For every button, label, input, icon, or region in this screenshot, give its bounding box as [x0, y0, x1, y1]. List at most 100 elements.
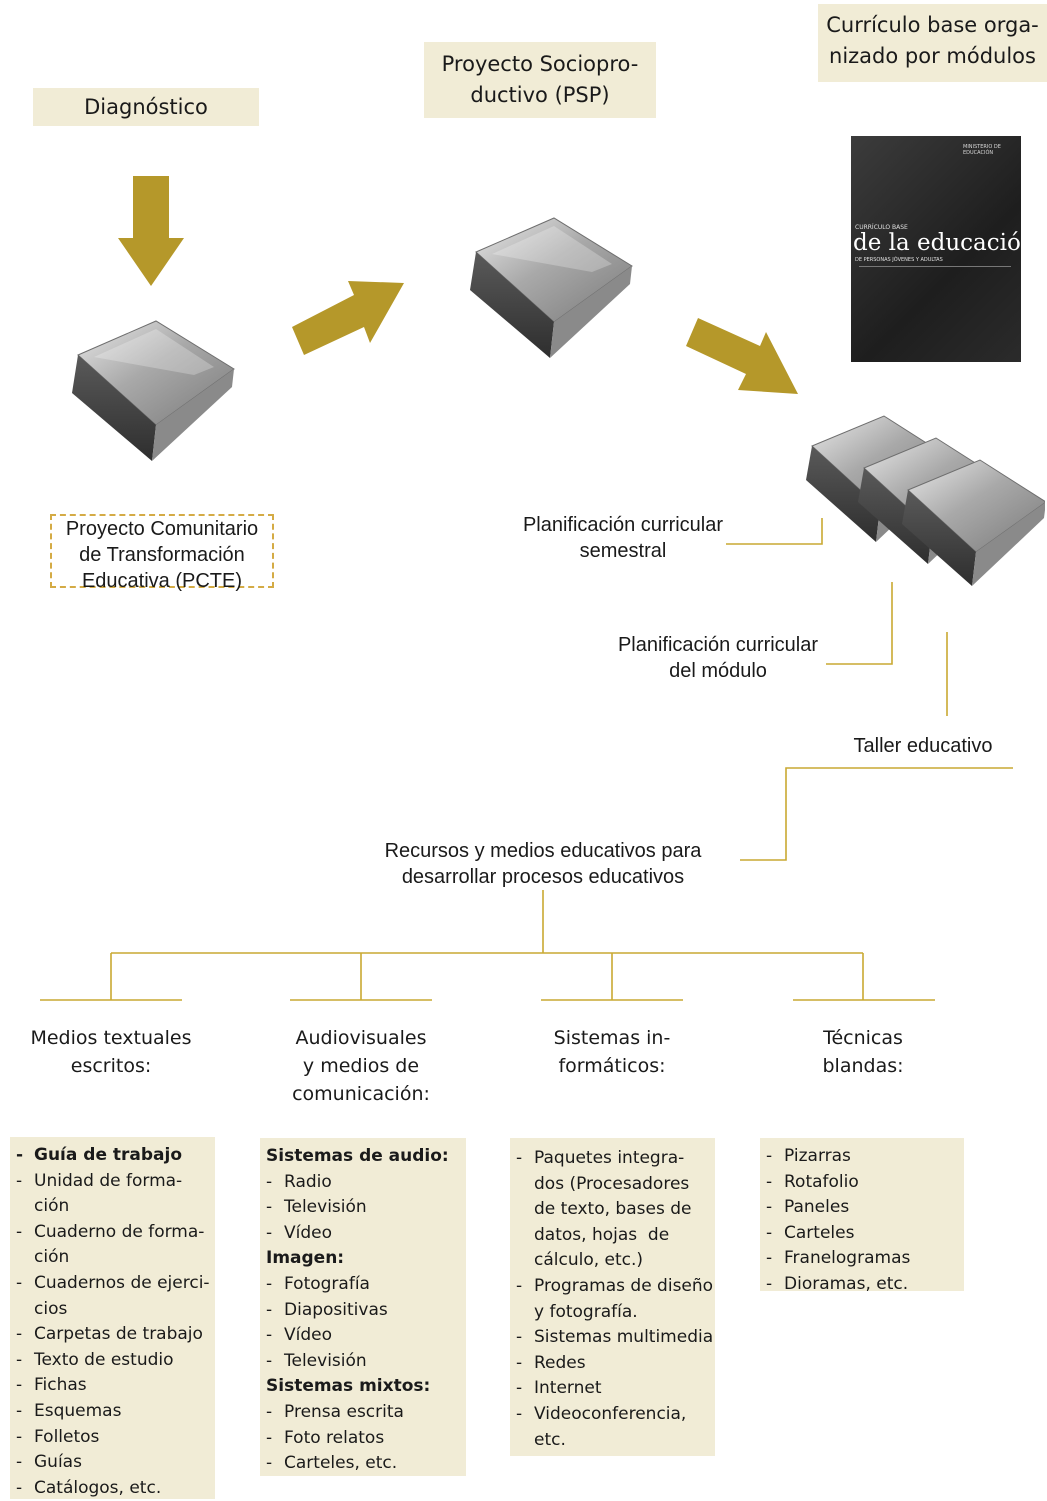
plan-modulo-connector: [826, 582, 893, 665]
list-item-text: Rotafolio: [784, 1171, 859, 1192]
list-dash: -: [16, 1170, 23, 1191]
list-item-text: Catálogos, etc.: [34, 1477, 162, 1498]
list-item: -Rotafolio: [766, 1170, 964, 1196]
list-item: etc.: [516, 1428, 715, 1454]
list-item: -Unidad de forma-: [16, 1169, 215, 1195]
right-down-arrow: [686, 318, 798, 394]
list-item-text: Esquemas: [34, 1400, 122, 1421]
list-item-text: Paneles: [784, 1197, 850, 1218]
list-dash: -: [516, 1148, 523, 1168]
list-item-text: Vídeo: [284, 1222, 333, 1243]
list-blandas: -Pizarras-Rotafolio-Paneles-Carteles-Fra…: [760, 1138, 964, 1294]
list-item-text: y fotografía.: [534, 1301, 638, 1322]
diagnostico-label: Diagnóstico: [33, 88, 259, 126]
down-arrow: [118, 176, 184, 286]
list-item: -Catálogos, etc.: [16, 1476, 215, 1501]
list-item-text: Sistemas de audio:: [266, 1146, 449, 1166]
list-item-text: Dioramas, etc.: [784, 1273, 909, 1294]
psp-binder-icon: [470, 217, 633, 358]
list-dash: -: [516, 1327, 523, 1348]
list-item-text: Carpetas de trabajo: [34, 1324, 203, 1345]
list-item-text: Paquetes integra-: [534, 1148, 685, 1168]
list-item-text: cálculo, etc.): [534, 1250, 644, 1271]
list-item-text: dos (Procesadores: [534, 1173, 690, 1194]
list-item-text: Carteles: [784, 1222, 855, 1243]
list-dash: -: [266, 1350, 273, 1371]
list-item-text: etc.: [534, 1429, 566, 1450]
list-dash: -: [766, 1171, 773, 1192]
cover-rule: [859, 266, 1011, 267]
list-item: ción: [16, 1245, 215, 1271]
list-item-text: Radio: [284, 1171, 332, 1192]
curriculo-label: Currículo base orga- nizado por módulos: [818, 4, 1047, 82]
list-item-text: Videoconferencia,: [534, 1403, 687, 1424]
planning-binders-icon: [806, 415, 1045, 586]
list-item: cios: [16, 1297, 215, 1323]
list-dash: -: [16, 1400, 23, 1421]
list-dash: -: [16, 1349, 23, 1370]
list-item-text: Sistemas mixtos:: [266, 1376, 431, 1397]
taller-label: Taller educativo: [853, 735, 993, 757]
plan-semestral-label: Planificación curricular semestral: [522, 514, 724, 562]
list-item-text: Franelogramas: [784, 1248, 911, 1269]
list-item: de texto, bases de: [516, 1197, 715, 1223]
list-dash: -: [766, 1146, 773, 1166]
list-item-text: Cuaderno de forma-: [34, 1221, 205, 1242]
list-item: -Paneles: [766, 1195, 964, 1221]
psp-label: Proyecto Sociopro- ductivo (PSP): [424, 42, 656, 118]
list-item: -Televisión: [266, 1195, 466, 1221]
list-dash: -: [16, 1477, 23, 1498]
list-item: cálculo, etc.): [516, 1248, 715, 1274]
list-item: -Vídeo: [266, 1323, 466, 1349]
list-item: -Cuadernos de ejerci-: [16, 1271, 215, 1297]
list-dash: -: [766, 1222, 773, 1243]
list-item-text: de texto, bases de: [534, 1199, 692, 1220]
list-item-text: Programas de diseño: [534, 1275, 714, 1296]
list-dash: -: [766, 1197, 773, 1218]
pcte-label: Proyecto Comunitario de Transformación E…: [50, 514, 274, 592]
list-item: -Carpetas de trabajo: [16, 1322, 215, 1348]
plan-semestral-connector: [726, 518, 823, 545]
cover-title-sub: DE PERSONAS JÓVENES Y ADULTAS: [855, 257, 943, 263]
cover-ministry-label: MINISTERIO DE EDUCACIÓN: [963, 144, 1001, 156]
list-dash: -: [16, 1145, 24, 1165]
list-item-text: ción: [34, 1247, 70, 1268]
list-item: -Esquemas: [16, 1399, 215, 1425]
list-item: -Pizarras: [766, 1144, 964, 1170]
list-dash: -: [16, 1375, 23, 1396]
list-dash: -: [266, 1453, 273, 1474]
list-item-text: Prensa escrita: [284, 1401, 404, 1422]
list-item: -Internet: [516, 1376, 715, 1402]
list-item-text: Televisión: [284, 1350, 367, 1371]
list-item-text: Internet: [534, 1378, 602, 1399]
list-dash: -: [516, 1275, 523, 1296]
cover-title-main: de la educación: [853, 230, 1036, 256]
cover-title-small: CURRÍCULO BASE: [855, 224, 908, 231]
list-item: -Fichas: [16, 1373, 215, 1399]
list-item-text: Vídeo: [284, 1325, 333, 1346]
list-item: -Televisión: [266, 1349, 466, 1375]
list-audiovisuales: Sistemas de audio:-Radio-Televisión-Víde…: [260, 1138, 466, 1476]
list-item-text: Televisión: [284, 1197, 367, 1218]
list-item-text: Texto de estudio: [34, 1349, 174, 1370]
curriculum-book-cover: MINISTERIO DE EDUCACIÓN CURRÍCULO BASE d…: [851, 136, 1036, 362]
list-item-text: Redes: [534, 1352, 586, 1373]
list-item: -Paquetes integra-: [516, 1146, 715, 1172]
list-item: -Prensa escrita: [266, 1400, 466, 1426]
list-item-text: cios: [34, 1298, 68, 1319]
list-item: -Carteles: [766, 1221, 964, 1247]
list-item-text: Folletos: [34, 1426, 100, 1447]
list-dash: -: [16, 1452, 23, 1473]
list-item: y fotografía.: [516, 1300, 715, 1326]
list-item-text: Guías: [34, 1452, 82, 1473]
list-textuales: -Guía de trabajo-Unidad de forma-ción-Cu…: [10, 1137, 215, 1499]
list-dash: -: [766, 1273, 773, 1294]
list-dash: -: [516, 1403, 523, 1424]
list-dash: -: [16, 1272, 23, 1293]
list-item-text: Fichas: [34, 1375, 87, 1396]
list-item: Sistemas de audio:: [266, 1144, 466, 1170]
taller-recursos-connector: [740, 767, 1013, 861]
recursos-label: Recursos y medios educativos para desarr…: [384, 840, 702, 888]
